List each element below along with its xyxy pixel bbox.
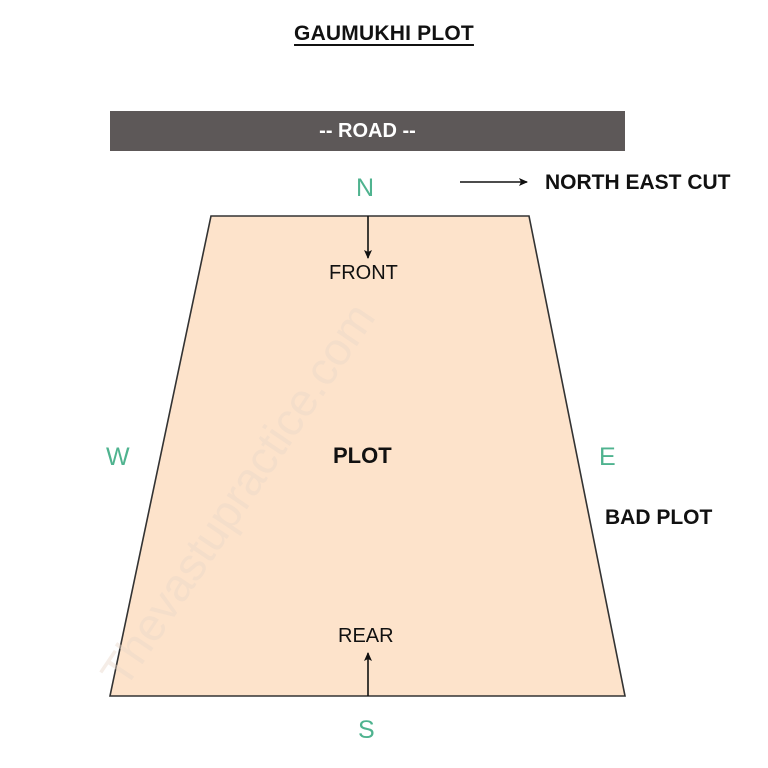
plot-label: PLOT <box>333 443 392 468</box>
compass-north: N <box>356 174 375 202</box>
compass-south: S <box>358 716 375 744</box>
plot-shape <box>109 215 626 697</box>
bad-plot-label: BAD PLOT <box>605 506 713 529</box>
compass-east: E <box>599 443 616 471</box>
road-bar: -- ROAD -- <box>110 111 625 151</box>
compass-west: W <box>106 443 130 471</box>
north-east-cut-label: NORTH EAST CUT <box>545 171 731 194</box>
rear-label: REAR <box>338 625 394 647</box>
page-title: GAUMUKHI PLOT <box>0 22 768 46</box>
road-label: -- ROAD -- <box>319 119 416 142</box>
title-text: GAUMUKHI PLOT <box>294 22 474 45</box>
front-label: FRONT <box>329 262 398 284</box>
